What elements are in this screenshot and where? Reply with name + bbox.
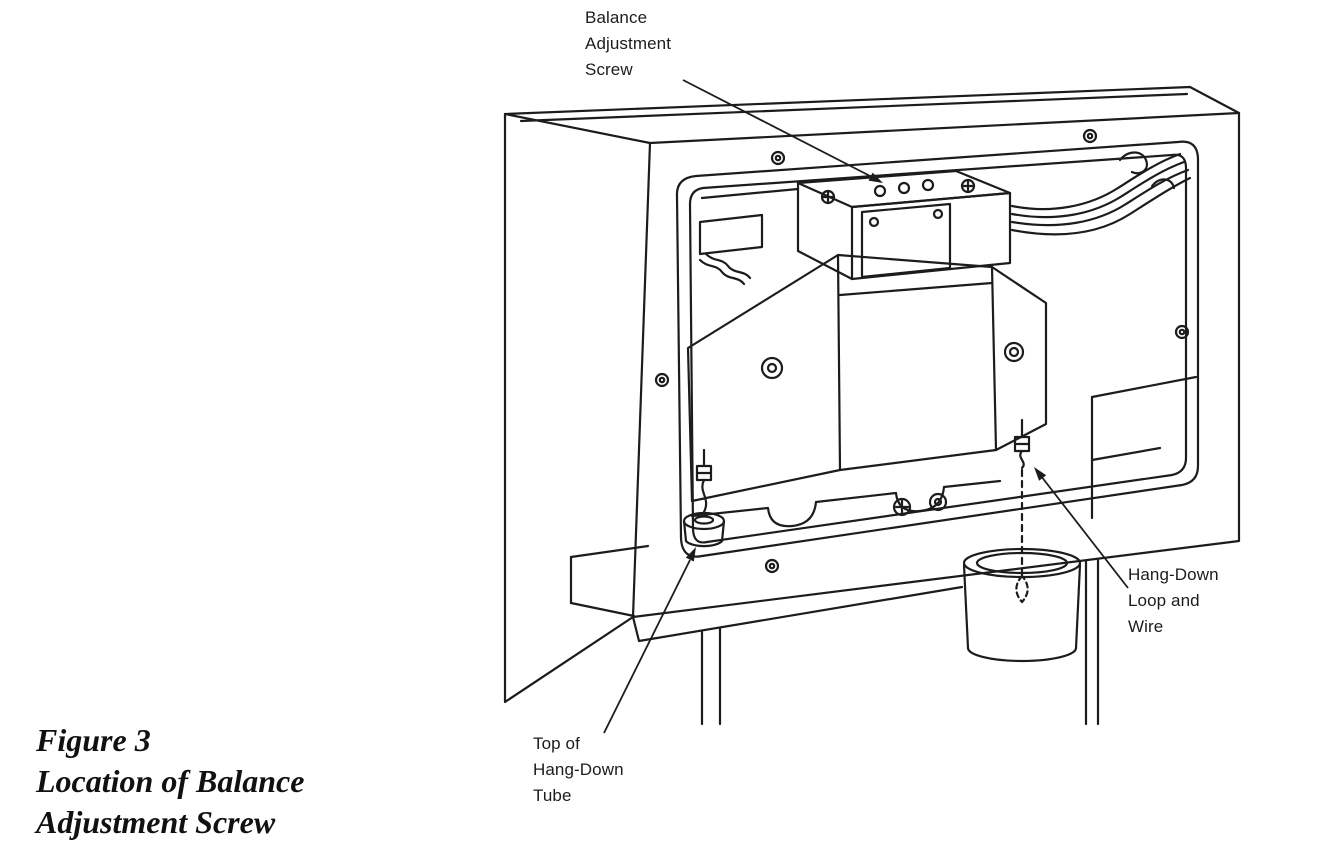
callout-line: Balance [585, 8, 648, 27]
callout-line: Loop and [1128, 591, 1200, 610]
balance-mechanism-block [700, 169, 1012, 281]
hang-down-tube-top [682, 448, 726, 548]
callout-line: Wire [1128, 617, 1164, 636]
callout-line: Tube [533, 786, 572, 805]
figure-caption-line: Figure 3 [36, 722, 151, 758]
callout-hang-down-loop-and-wire: Hang-Down Loop and Wire [1128, 562, 1219, 640]
interior-back-recess [1090, 375, 1198, 520]
left-bracket-wires [698, 213, 764, 286]
wire-bundle [1010, 151, 1192, 236]
callout-line: Hang-Down [1128, 565, 1219, 584]
magnet-structure [686, 253, 1048, 503]
front-opening-frame [675, 140, 1200, 558]
frame-screws [654, 128, 1190, 574]
hang-down-loop-and-wire [1013, 418, 1031, 604]
figure-caption-line: Adjustment Screw [36, 804, 276, 840]
callout-line: Hang-Down [533, 760, 624, 779]
leader-lines [603, 79, 1129, 734]
base-and-legs [569, 544, 1100, 726]
callout-line: Adjustment [585, 34, 672, 53]
leader-top-of-hang-down-tube [603, 547, 696, 734]
hang-down-tube [962, 547, 1082, 663]
callout-line: Screw [585, 60, 633, 79]
figure-caption-line: Location of Balance [36, 763, 305, 799]
leader-balance-adjustment-screw [682, 79, 883, 183]
callout-top-of-hang-down-tube: Top of Hang-Down Tube [533, 731, 624, 809]
enclosure-outline [503, 85, 1241, 704]
leader-hang-down-loop [1034, 467, 1129, 589]
callout-balance-adjustment-screw: Balance Adjustment Screw [585, 5, 671, 83]
balance-adjustment-screws [820, 178, 976, 205]
figure-caption: Figure 3 Location of Balance Adjustment … [36, 720, 304, 843]
callout-line: Top of [533, 734, 580, 753]
floor-cable-clips [690, 479, 1002, 528]
